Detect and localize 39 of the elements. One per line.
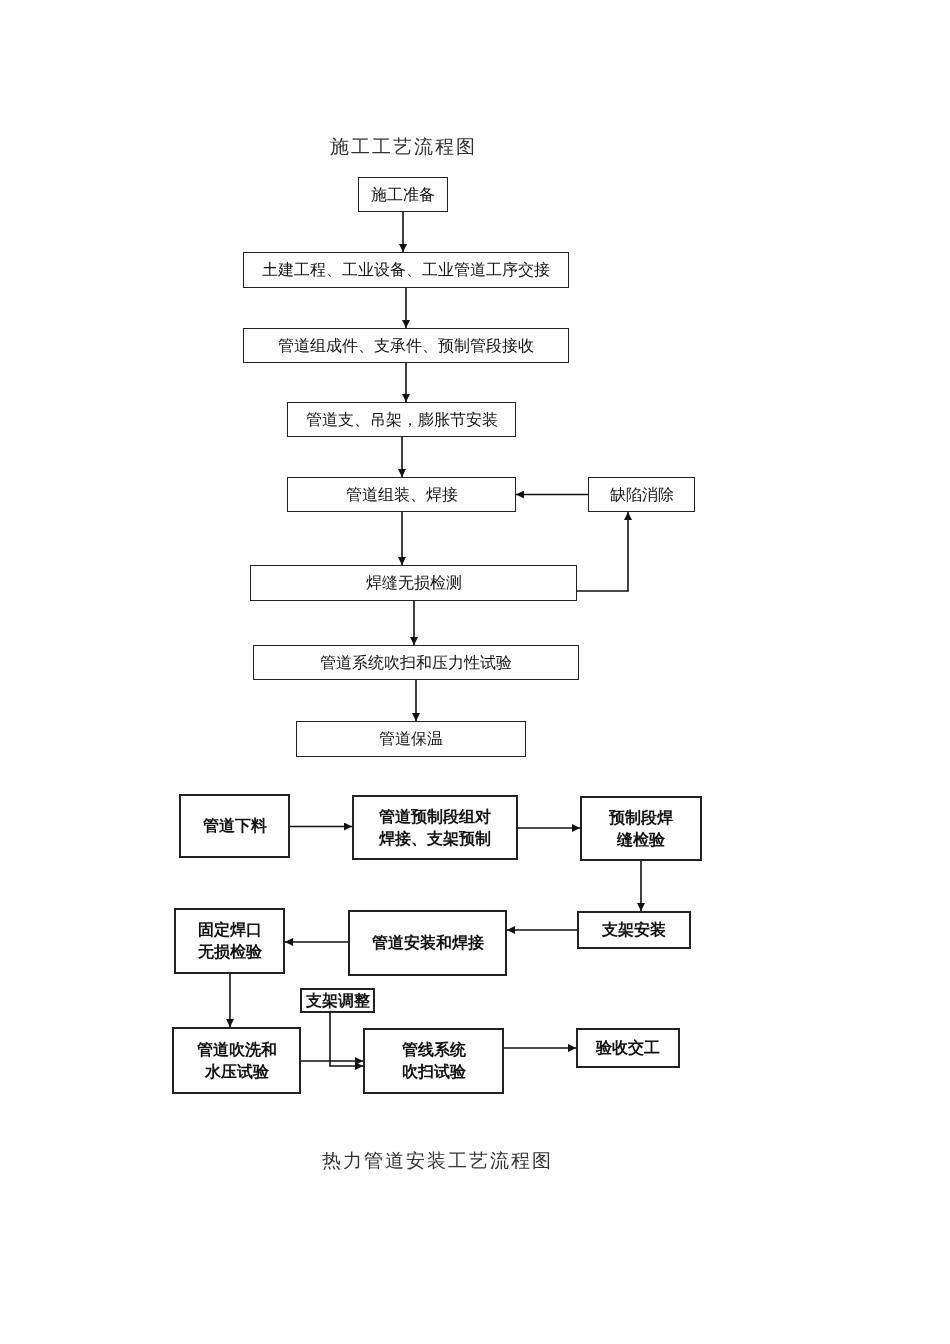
arrow: [637, 860, 645, 912]
process-box: 验收交工: [576, 1028, 680, 1068]
arrow: [329, 1012, 364, 1070]
process-box: 管道组成件、支承件、预制管段接收: [243, 328, 569, 363]
arrow: [398, 436, 406, 478]
process-box: 管道保温: [296, 721, 526, 757]
process-box: 管道组装、焊接: [287, 477, 516, 512]
process-box: 缺陷消除: [588, 477, 695, 512]
title: 施工工艺流程图: [330, 134, 477, 159]
process-box: 管道支、吊架，膨胀节安装: [287, 402, 516, 437]
process-box: 管道预制段组对焊接、支架预制: [352, 795, 518, 860]
arrow: [300, 1057, 364, 1065]
process-box: 固定焊口无损检验: [174, 908, 285, 974]
process-box: 土建工程、工业设备、工业管道工序交接: [243, 252, 569, 288]
arrow: [506, 926, 578, 934]
arrow: [412, 679, 420, 722]
process-box: 支架安装: [577, 911, 691, 949]
process-box: 预制段焊缝检验: [580, 796, 702, 861]
arrow: [517, 824, 581, 832]
arrow: [289, 822, 353, 831]
process-box: 管道安装和焊接: [348, 910, 507, 976]
process-box: 管道下料: [179, 794, 290, 858]
process-box: 焊缝无损检测: [250, 565, 577, 601]
process-box: 管道吹洗和水压试验: [172, 1027, 301, 1094]
arrow: [398, 511, 406, 566]
process-box: 管线系统吹扫试验: [363, 1028, 504, 1094]
process-box: 支架调整: [300, 988, 375, 1013]
arrow: [399, 211, 407, 253]
process-box: 施工准备: [358, 177, 448, 212]
arrow: [410, 600, 418, 646]
process-box: 管道系统吹扫和压力性试验: [253, 645, 579, 680]
arrow: [402, 362, 410, 403]
arrow: [576, 511, 632, 592]
arrow: [226, 973, 234, 1028]
arrow: [503, 1044, 577, 1052]
caption: 热力管道安装工艺流程图: [322, 1148, 553, 1173]
arrow: [402, 287, 410, 329]
arrow: [515, 490, 589, 499]
arrow: [284, 938, 349, 946]
